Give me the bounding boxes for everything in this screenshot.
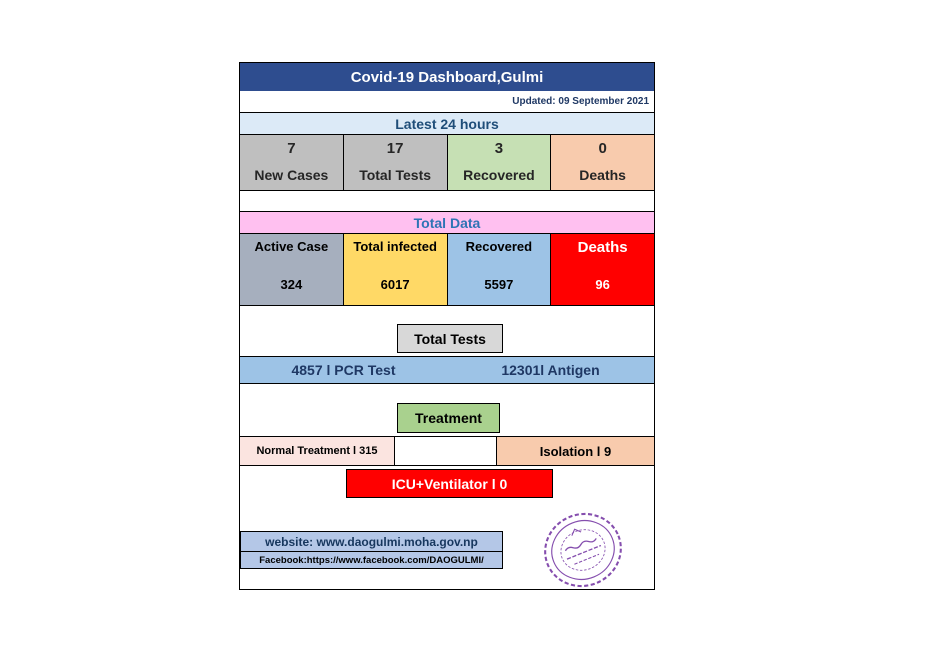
total-infected-label: Total infected bbox=[353, 239, 437, 254]
spacer bbox=[240, 384, 654, 403]
stat-cell-total-recovered: Recovered 5597 bbox=[447, 234, 552, 305]
total-data-cells: Active Case 324 Total infected 6017 Reco… bbox=[240, 234, 654, 306]
section-title-latest-24-hours: Latest 24 hours bbox=[240, 112, 654, 135]
normal-treatment-cell: Normal Treatment l 315 bbox=[240, 437, 395, 465]
stat-cell-total-infected: Total infected 6017 bbox=[343, 234, 448, 305]
deaths-value: 0 bbox=[598, 140, 607, 157]
stat-cell-total-tests: 17 Total Tests bbox=[343, 135, 448, 190]
tests-breakdown-bar: 4857 l PCR Test 12301l Antigen bbox=[240, 356, 654, 384]
updated-timestamp: Updated: 09 September 2021 bbox=[512, 96, 649, 107]
stat-cell-new-cases: 7 New Cases bbox=[240, 135, 344, 190]
total-deaths-value: 96 bbox=[595, 277, 610, 292]
total-tests-box-row: Total Tests bbox=[240, 324, 654, 356]
covid-dashboard-panel: Covid-19 Dashboard,Gulmi Updated: 09 Sep… bbox=[239, 62, 655, 590]
total-recovered-label: Recovered bbox=[465, 239, 533, 254]
spacer bbox=[240, 191, 654, 211]
treatment-header-box: Treatment bbox=[397, 403, 500, 433]
stat-cell-deaths: 0 Deaths bbox=[551, 135, 654, 190]
website-link[interactable]: website: www.daogulmi.moha.gov.np bbox=[240, 531, 503, 552]
active-case-value: 324 bbox=[280, 277, 303, 292]
dashboard-title: Covid-19 Dashboard,Gulmi bbox=[240, 63, 654, 91]
spacer bbox=[240, 306, 654, 324]
stat-cell-active-case: Active Case 324 bbox=[240, 234, 344, 305]
total-deaths-label: Deaths bbox=[577, 239, 628, 256]
icu-ventilator-cell: ICU+Ventilator l 0 bbox=[346, 469, 553, 498]
total-tests-value: 17 bbox=[386, 140, 404, 157]
antigen-test-count: 12301l Antigen bbox=[501, 362, 600, 378]
official-seal-stamp-icon bbox=[529, 498, 636, 602]
empty-cell bbox=[395, 437, 497, 465]
total-tests-label: Total Tests bbox=[359, 167, 432, 183]
total-infected-value: 6017 bbox=[380, 277, 410, 292]
recovered-value: 3 bbox=[494, 140, 504, 157]
isolation-cell: Isolation l 9 bbox=[497, 437, 654, 465]
deaths-label: Deaths bbox=[579, 167, 626, 183]
recovered-label: Recovered bbox=[463, 167, 535, 183]
facebook-link[interactable]: Facebook:https://www.facebook.com/DAOGUL… bbox=[240, 552, 503, 569]
total-recovered-value: 5597 bbox=[484, 277, 514, 292]
icu-row: ICU+Ventilator l 0 bbox=[240, 469, 654, 498]
pcr-test-count: 4857 l PCR Test bbox=[291, 362, 396, 378]
treatment-cells-row: Normal Treatment l 315 Isolation l 9 bbox=[240, 436, 654, 466]
new-cases-label: New Cases bbox=[254, 167, 329, 183]
latest-24-hours-cells: 7 New Cases 17 Total Tests 3 Recovered 0… bbox=[240, 135, 654, 191]
stat-cell-recovered: 3 Recovered bbox=[447, 135, 552, 190]
stat-cell-total-deaths: Deaths 96 bbox=[551, 234, 654, 305]
treatment-box-row: Treatment bbox=[240, 403, 654, 433]
new-cases-value: 7 bbox=[287, 140, 296, 157]
section-title-total-data: Total Data bbox=[240, 211, 654, 234]
total-tests-header-box: Total Tests bbox=[397, 324, 503, 353]
active-case-label: Active Case bbox=[254, 239, 329, 254]
